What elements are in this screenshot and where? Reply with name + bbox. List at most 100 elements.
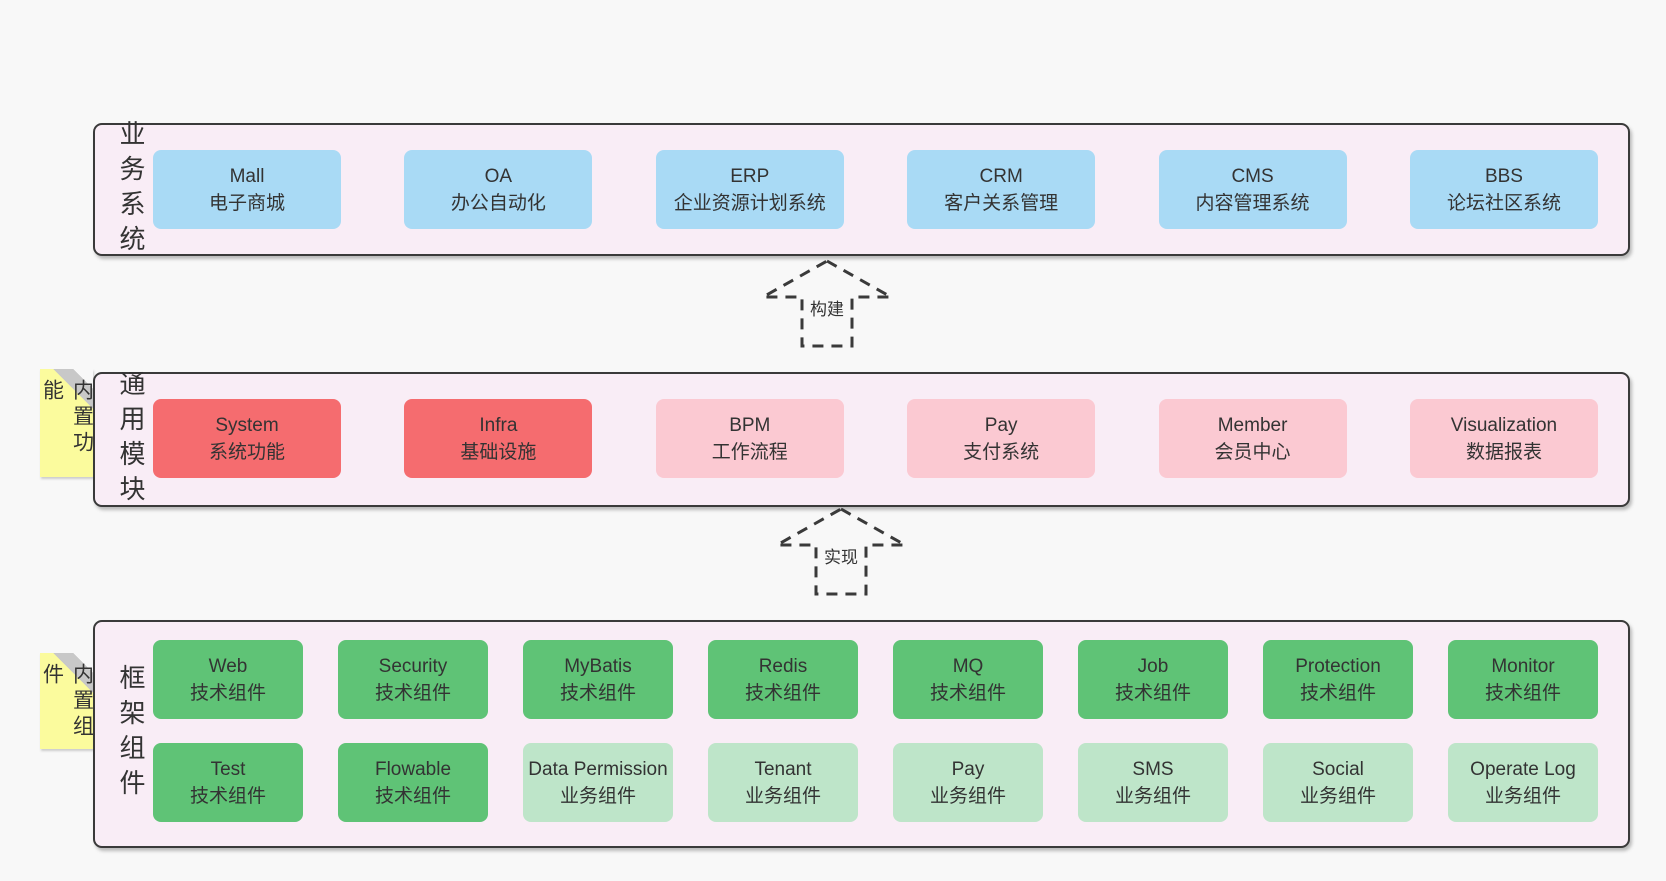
box-crm: CRM 客户关系管理 <box>907 150 1096 229</box>
box-data-permission: Data Permission 业务组件 <box>523 743 673 822</box>
box-subtitle: 业务组件 <box>1484 785 1561 807</box>
box-pay-module: Pay 支付系统 <box>907 399 1096 478</box>
box-infra: Infra 基础设施 <box>404 399 593 478</box>
box-oa: OA 办公自动化 <box>404 150 593 229</box>
box-title: Social <box>1312 758 1364 780</box>
box-subtitle: 技术组件 <box>374 785 451 807</box>
box-subtitle: 业务组件 <box>929 785 1006 807</box>
box-pay-component: Pay 业务组件 <box>893 743 1043 822</box>
box-subtitle: 工作流程 <box>711 441 788 463</box>
box-title: Data Permission <box>528 758 668 780</box>
box-title: Infra <box>479 414 518 436</box>
sticky-note-text: 内置组件 <box>40 663 94 741</box>
box-title: ERP <box>730 165 770 187</box>
box-operate-log: Operate Log 业务组件 <box>1448 743 1598 822</box>
box-subtitle: 支付系统 <box>963 441 1040 463</box>
box-subtitle: 论坛社区系统 <box>1446 192 1561 214</box>
box-subtitle: 技术组件 <box>1484 682 1561 704</box>
box-title: Protection <box>1295 655 1381 677</box>
box-subtitle: 技术组件 <box>1299 682 1376 704</box>
box-subtitle: 技术组件 <box>929 682 1006 704</box>
box-subtitle: 业务组件 <box>559 785 636 807</box>
box-subtitle: 系统功能 <box>208 441 285 463</box>
box-subtitle: 基础设施 <box>460 441 537 463</box>
box-erp: ERP 企业资源计划系统 <box>655 150 844 229</box>
box-subtitle: 业务组件 <box>1114 785 1191 807</box>
box-subtitle: 技术组件 <box>189 682 266 704</box>
box-title: MQ <box>952 655 984 677</box>
box-title: Redis <box>758 655 808 677</box>
box-subtitle: 数据报表 <box>1465 441 1542 463</box>
box-title: System <box>215 414 279 436</box>
band-label-components: 框架组件 <box>116 664 146 804</box>
box-sms: SMS 业务组件 <box>1078 743 1228 822</box>
box-title: MyBatis <box>564 655 632 677</box>
box-title: Monitor <box>1491 655 1555 677</box>
box-title: Mall <box>229 165 265 187</box>
box-security: Security 技术组件 <box>338 640 488 719</box>
box-subtitle: 客户关系管理 <box>944 192 1059 214</box>
box-title: Visualization <box>1450 414 1558 436</box>
box-cms: CMS 内容管理系统 <box>1158 150 1347 229</box>
box-monitor: Monitor 技术组件 <box>1448 640 1598 719</box>
box-web: Web 技术组件 <box>153 640 303 719</box>
implement-arrow: 实现 <box>774 506 908 598</box>
box-subtitle: 业务组件 <box>744 785 821 807</box>
box-system: System 系统功能 <box>153 399 341 478</box>
box-subtitle: 技术组件 <box>559 682 636 704</box>
box-title: Security <box>378 655 448 677</box>
build-arrow: 构建 <box>760 258 894 350</box>
box-subtitle: 会员中心 <box>1214 441 1291 463</box>
box-title: BBS <box>1484 165 1523 187</box>
box-redis: Redis 技术组件 <box>708 640 858 719</box>
band-label-business: 业务系统 <box>116 119 146 260</box>
box-title: Web <box>208 655 248 677</box>
framework-components-band: 框架组件 Web 技术组件 Security 技术组件 MyBatis 技术组件… <box>93 620 1630 848</box>
box-visualization: Visualization 数据报表 <box>1409 399 1598 478</box>
box-title: Flowable <box>374 758 452 780</box>
box-mq: MQ 技术组件 <box>893 640 1043 719</box>
box-subtitle: 技术组件 <box>189 785 266 807</box>
box-job: Job 技术组件 <box>1078 640 1228 719</box>
box-subtitle: 电子商城 <box>208 192 285 214</box>
box-test: Test 技术组件 <box>153 743 303 822</box>
box-subtitle: 企业资源计划系统 <box>673 192 826 214</box>
sticky-note-text: 内置功能 <box>40 379 94 457</box>
build-arrow-label: 构建 <box>807 295 847 320</box>
up-block-arrow-icon <box>774 507 908 596</box>
box-title: Tenant <box>754 758 812 780</box>
box-bbs: BBS 论坛社区系统 <box>1409 150 1598 229</box>
box-tenant: Tenant 业务组件 <box>708 743 858 822</box>
box-social: Social 业务组件 <box>1263 743 1413 822</box>
sticky-note-built-in-features: 内置功能 <box>40 369 94 477</box>
implement-arrow-label: 实现 <box>821 543 861 568</box>
box-bpm: BPM 工作流程 <box>655 399 844 478</box>
box-mybatis: MyBatis 技术组件 <box>523 640 673 719</box>
box-protection: Protection 技术组件 <box>1263 640 1413 719</box>
box-member: Member 会员中心 <box>1158 399 1347 478</box>
box-mall: Mall 电子商城 <box>153 150 341 229</box>
sticky-note-built-in-components: 内置组件 <box>40 653 94 749</box>
box-title: Member <box>1217 414 1288 436</box>
box-title: CRM <box>979 165 1023 187</box>
box-title: Test <box>210 758 246 780</box>
common-modules-band: 通用模块 System 系统功能 Infra 基础设施 BPM 工作流程 Pay… <box>93 369 1630 510</box>
box-subtitle: 技术组件 <box>744 682 821 704</box>
box-title: Pay <box>951 758 985 780</box>
box-title: SMS <box>1132 758 1174 780</box>
box-subtitle: 技术组件 <box>1114 682 1191 704</box>
box-flowable: Flowable 技术组件 <box>338 743 488 822</box>
band-label-modules: 通用模块 <box>116 369 146 510</box>
box-title: Job <box>1137 655 1169 677</box>
box-subtitle: 技术组件 <box>374 682 451 704</box>
business-systems-band: 业务系统 Mall 电子商城 OA 办公自动化 ERP 企业资源计划系统 CRM… <box>93 120 1630 260</box>
box-title: Operate Log <box>1470 758 1576 780</box>
box-subtitle: 业务组件 <box>1299 785 1376 807</box>
up-block-arrow-icon <box>760 259 894 348</box>
box-subtitle: 内容管理系统 <box>1195 192 1310 214</box>
box-subtitle: 办公自动化 <box>450 192 546 214</box>
box-title: BPM <box>729 414 771 436</box>
box-title: Pay <box>984 414 1018 436</box>
box-title: CMS <box>1231 165 1274 187</box>
box-title: OA <box>484 165 513 187</box>
